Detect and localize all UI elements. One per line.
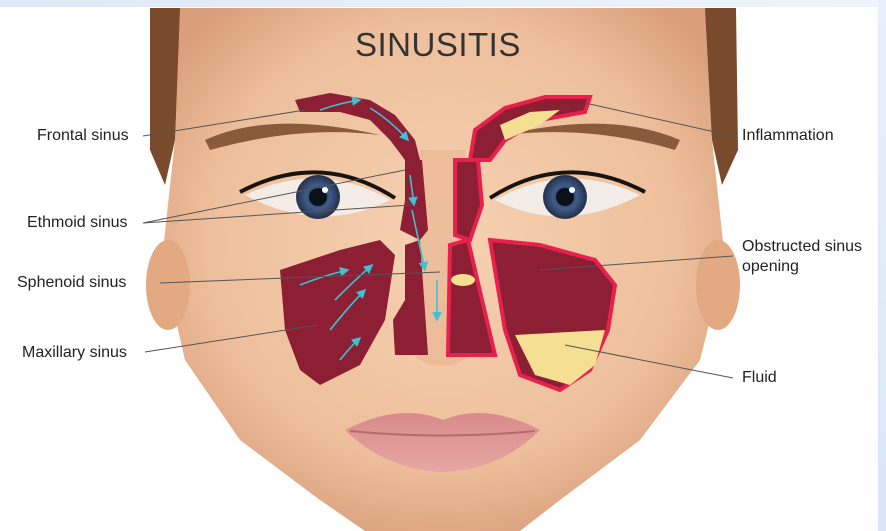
left-ear: [146, 240, 190, 330]
label-frontal-sinus: Frontal sinus: [37, 126, 129, 146]
label-obstructed-opening: Obstructed sinus opening: [742, 237, 862, 277]
label-maxillary-sinus: Maxillary sinus: [22, 343, 127, 363]
label-inflammation: Inflammation: [742, 126, 834, 146]
obstructed-opening: [451, 274, 475, 286]
label-fluid: Fluid: [742, 368, 777, 388]
label-ethmoid-sinus: Ethmoid sinus: [27, 213, 128, 233]
diagram-title: SINUSITIS: [355, 26, 521, 64]
label-sphenoid-sinus: Sphenoid sinus: [17, 273, 126, 293]
right-ear: [696, 240, 740, 330]
